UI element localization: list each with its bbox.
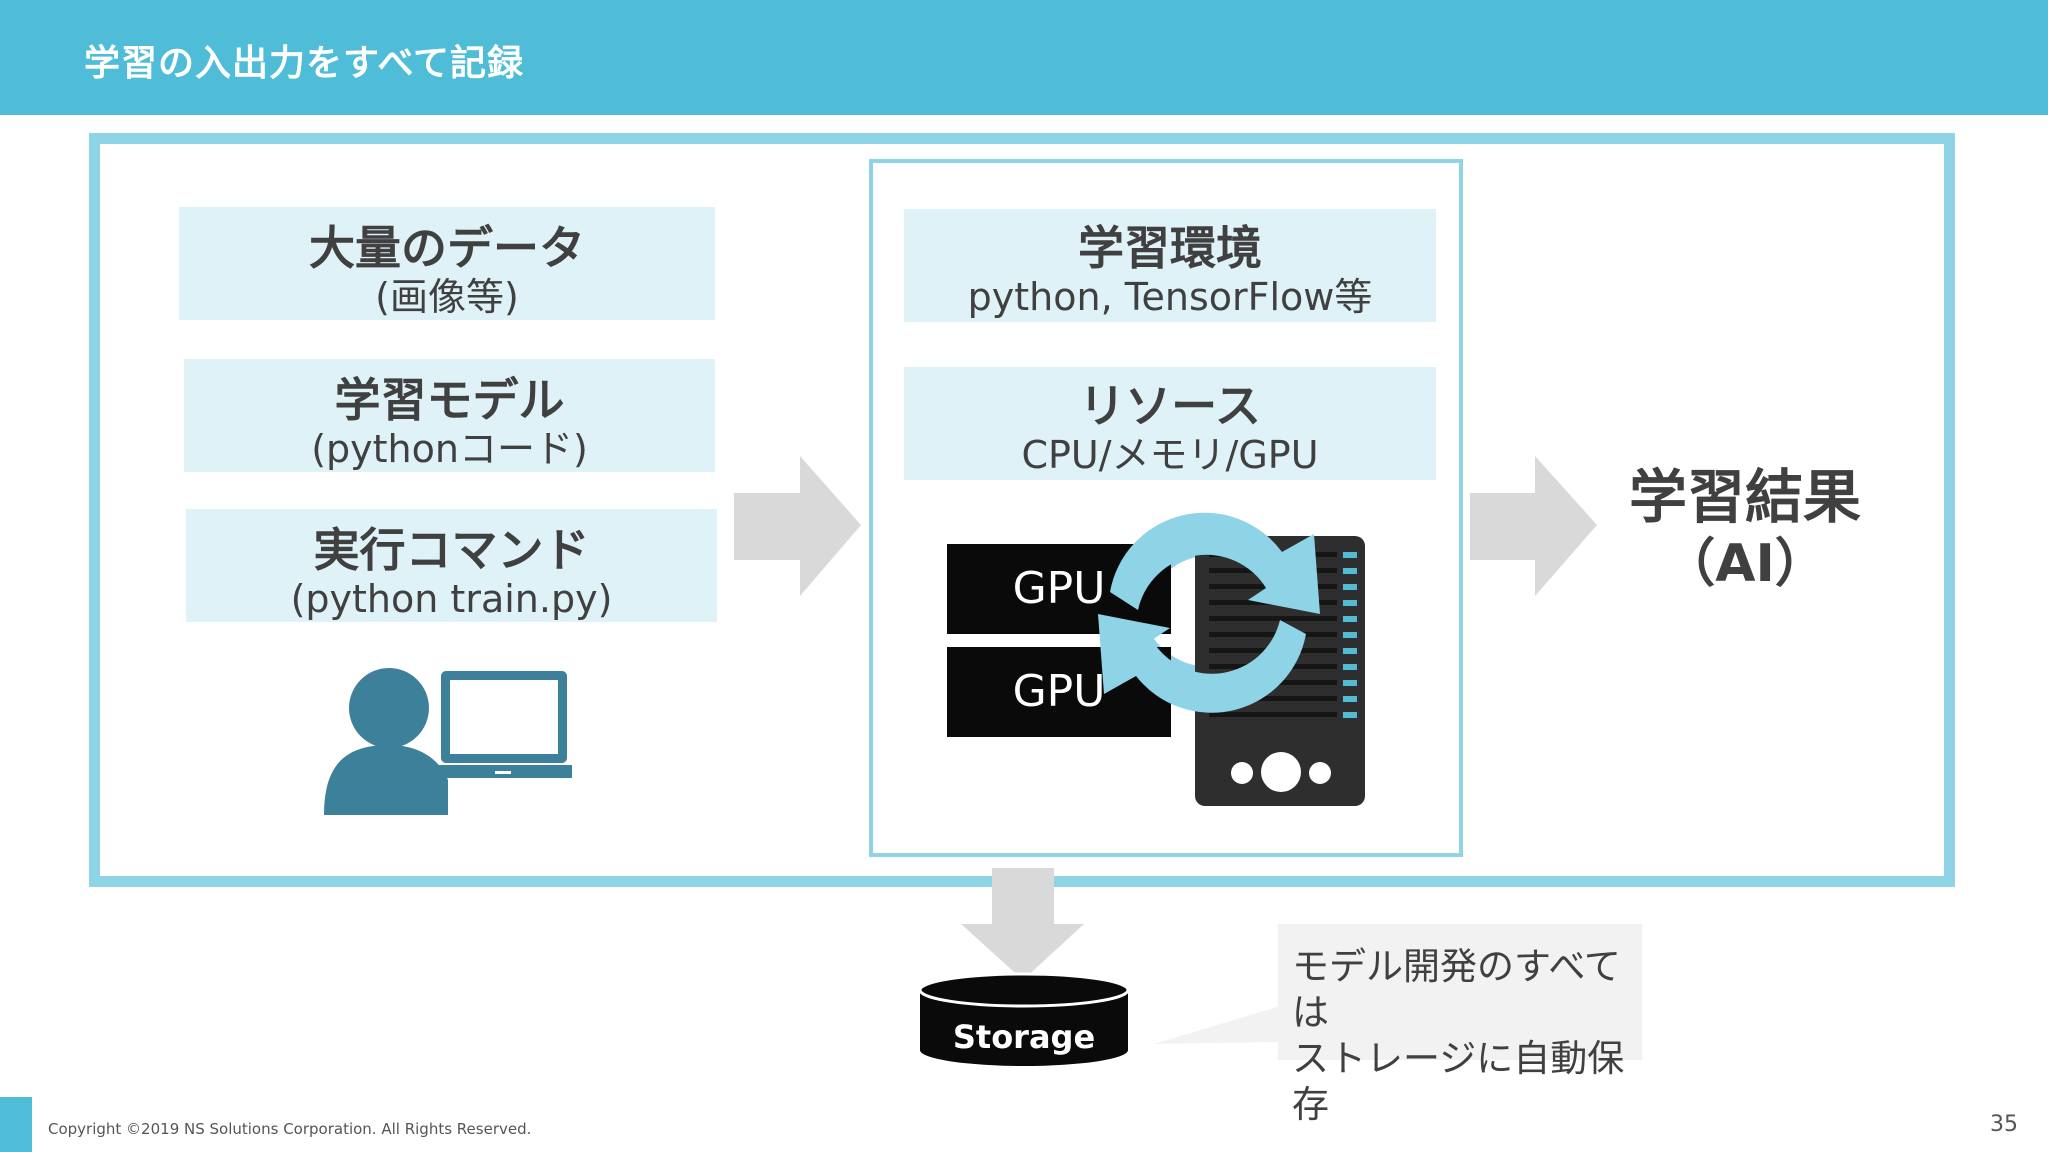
title-bar: 学習の入出力をすべて記録	[0, 0, 2048, 115]
input-command-title: 実行コマンド	[313, 523, 590, 577]
input-model-note: (pythonコード)	[311, 427, 588, 471]
input-command-box: 実行コマンド (python train.py)	[186, 509, 717, 622]
arrow-right-icon	[734, 456, 861, 596]
input-data-title: 大量のデータ	[309, 221, 585, 275]
speech-bubble-tail	[1154, 1006, 1280, 1044]
input-model-box: 学習モデル (pythonコード)	[184, 359, 715, 472]
gpu-label: GPU	[1012, 563, 1106, 614]
note-line-2: ストレージに自動保存	[1292, 1037, 1625, 1126]
input-command-note: (python train.py)	[290, 577, 613, 621]
storage-label: Storage	[952, 1018, 1096, 1056]
page-title: 学習の入出力をすべて記録	[84, 43, 525, 84]
arrow-right-icon	[1470, 456, 1597, 596]
environment-note: python, TensorFlow等	[967, 275, 1373, 319]
gpu-label: GPU	[1012, 666, 1106, 717]
gpu-card: GPU	[947, 544, 1171, 634]
note-bubble: モデル開発のすべては ストレージに自動保存	[1278, 924, 1642, 1126]
gpu-card: GPU	[947, 647, 1171, 737]
resources-box: リソース CPU/メモリ/GPU	[904, 367, 1436, 480]
arrow-down-icon	[961, 868, 1084, 980]
note-line-1: モデル開発のすべては	[1292, 945, 1621, 1034]
server-icon	[1195, 536, 1365, 806]
page-number: 35	[1990, 1112, 2018, 1137]
footer-accent	[0, 1097, 32, 1152]
copyright: Copyright ©2019 NS Solutions Corporation…	[48, 1120, 532, 1138]
database-icon	[918, 972, 1130, 1066]
input-data-note: (画像等)	[375, 275, 519, 319]
resources-title: リソース	[1079, 379, 1261, 433]
result-title: 学習結果	[1628, 463, 1861, 531]
input-data-box: 大量のデータ (画像等)	[179, 207, 715, 320]
result-note: （AI）	[1663, 534, 1827, 594]
input-model-title: 学習モデル	[334, 373, 565, 427]
user-with-laptop-icon	[324, 668, 572, 815]
training-result: 学習結果 （AI）	[1600, 462, 1890, 596]
environment-title: 学習環境	[1078, 221, 1262, 275]
resources-note: CPU/メモリ/GPU	[1021, 433, 1319, 477]
environment-box: 学習環境 python, TensorFlow等	[904, 209, 1436, 322]
